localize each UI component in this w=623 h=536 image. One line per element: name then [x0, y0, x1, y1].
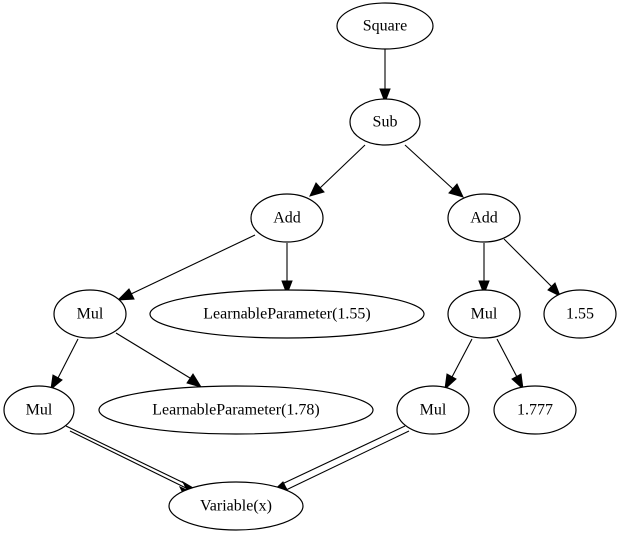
edge-mul-right-upper-const-1777 — [496, 338, 518, 378]
node-mul-left-upper: Mul — [53, 289, 127, 339]
arrowhead-add-left-learnable-155 — [281, 280, 293, 296]
edge-sub-add-right — [404, 144, 454, 190]
arrowhead-mul-right-upper-const-1777 — [511, 373, 524, 391]
edge-mul-left-lower-variable-x-b — [69, 430, 191, 491]
edge-mul-right-lower-variable-x-a — [281, 425, 406, 485]
arrowhead-mul-right-upper-mul-right-lower — [444, 373, 457, 391]
node-add-left: Add — [250, 193, 324, 243]
arrowhead-square-sub — [379, 88, 391, 104]
edge-mul-left-lower-variable-x-a — [65, 425, 187, 485]
node-square: Square — [336, 2, 434, 50]
node-sub-label: Sub — [373, 114, 398, 131]
node-learnable-178: LearnableParameter(1.78) — [98, 385, 374, 435]
node-mul-left-lower-label: Mul — [26, 402, 53, 419]
node-learnable-155-label: LearnableParameter(1.55) — [203, 306, 370, 323]
edge-mul-right-upper-mul-right-lower — [451, 338, 473, 378]
arrowhead-sub-add-right — [448, 183, 464, 198]
node-const-155: 1.55 — [543, 289, 617, 339]
arrowhead-sub-add-left — [309, 182, 325, 197]
node-square-label: Square — [363, 18, 407, 35]
arrowhead-add-right-mul-right-upper — [478, 280, 490, 296]
node-sub: Sub — [349, 98, 421, 146]
edge-add-right-const-155 — [503, 238, 553, 288]
arrowhead-mul-left-upper-mul-left-lower — [50, 374, 63, 391]
node-variable-x: Variable(x) — [168, 481, 304, 531]
arrowhead-add-left-mul-left-upper — [116, 288, 135, 301]
edge-mul-left-upper-learnable-178 — [115, 332, 191, 379]
node-add-right: Add — [447, 193, 521, 243]
node-mul-left-upper-label: Mul — [77, 306, 104, 323]
edge-mul-left-upper-mul-left-lower — [57, 338, 79, 379]
edge-add-left-mul-left-upper — [130, 234, 256, 295]
node-mul-right-lower: Mul — [396, 385, 470, 435]
node-mul-right-upper: Mul — [447, 289, 521, 339]
arrowhead-add-right-const-155 — [547, 282, 561, 298]
node-mul-right-upper-label: Mul — [471, 306, 498, 323]
node-variable-x-label: Variable(x) — [200, 498, 272, 515]
arrowhead-mul-left-upper-learnable-178 — [186, 373, 203, 388]
nodes: Square Sub Add Add Mul LearnableParamete… — [3, 2, 617, 531]
node-mul-right-lower-label: Mul — [420, 402, 447, 419]
edge-sub-add-left — [319, 144, 366, 189]
node-mul-left-lower: Mul — [3, 385, 75, 435]
edge-mul-right-lower-variable-x-b — [285, 430, 410, 491]
node-learnable-178-label: LearnableParameter(1.78) — [152, 402, 319, 419]
node-add-right-label: Add — [470, 210, 498, 227]
node-const-1777-label: 1.777 — [517, 402, 553, 419]
node-add-left-label: Add — [273, 210, 301, 227]
node-learnable-155: LearnableParameter(1.55) — [149, 289, 425, 339]
node-const-155-label: 1.55 — [566, 306, 594, 323]
node-const-1777: 1.777 — [493, 385, 577, 435]
